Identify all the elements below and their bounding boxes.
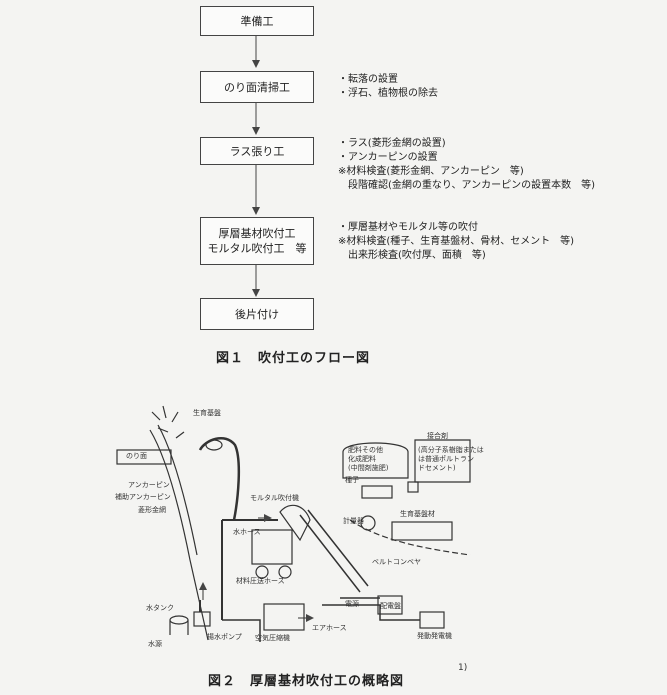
label-pump: 揚水ポンプ — [207, 633, 242, 641]
label-water-source: 水源 — [148, 640, 162, 648]
flow-step-preparation: 準備工 — [200, 6, 314, 36]
binder-box-icon — [407, 481, 419, 493]
base-material-icon — [391, 521, 453, 541]
wheel-icon — [278, 565, 292, 579]
power-cable — [222, 597, 420, 642]
figure1-caption: 図１ 吹付工のフロー図 — [216, 351, 371, 366]
binder-label-box — [414, 439, 471, 483]
note-cleaning: ・転落の設置 ・浮石、植物根の除去 — [338, 74, 438, 99]
label-lath: 菱形金網 — [138, 506, 166, 514]
nozzle-icon — [205, 439, 223, 451]
compressor-icon — [263, 603, 305, 631]
wheel-icon — [255, 565, 269, 579]
water-tank-icon — [169, 615, 189, 635]
figure2-caption: 図２ 厚層基材吹付工の概略図 — [208, 674, 405, 689]
hopper-icon — [279, 504, 311, 542]
label-air-hose: エアホース — [312, 624, 347, 632]
label-generator: 発動発電機 — [417, 632, 452, 640]
label-binder-title: 接合剤 — [427, 432, 448, 440]
flow-step-label: のり面清掃工 — [224, 80, 290, 94]
flow-step-spraying: 厚層基材吹付工 モルタル吹付工 等 — [200, 217, 314, 265]
flow-step-label: 後片付け — [235, 307, 279, 321]
generator-icon — [419, 611, 445, 629]
label-binder: (高分子系樹脂または は普通ポルトラン ドセメント) — [418, 446, 484, 472]
label-growth-base: 生育基盤 — [193, 409, 221, 417]
belt-conveyor-icon — [349, 519, 471, 556]
seeds-icon — [361, 485, 393, 499]
fertilizer-box — [342, 442, 409, 479]
label-aux-anchor-pin: 補助アンカーピン — [115, 493, 171, 501]
slope-line — [149, 429, 209, 641]
meter-icon — [360, 515, 376, 531]
label-compressor: 空気圧縮機 — [255, 634, 290, 642]
slope-line-2 — [157, 424, 198, 556]
pump-icon — [193, 611, 211, 627]
label-material-hose: 材料圧送ホース — [236, 577, 285, 585]
reference-mark: 1) — [458, 663, 468, 673]
label-anchor-pin: アンカーピン — [128, 481, 170, 489]
label-water-hose: 水ホース — [233, 528, 261, 536]
flow-step-cleaning: のり面清掃工 — [200, 71, 314, 103]
mortar-machine-icon — [251, 529, 293, 565]
spray-hose — [198, 436, 241, 521]
label-mortar-machine: モルタル吹付機 — [250, 494, 299, 502]
flow-step-label: ラス張り工 — [229, 144, 285, 158]
slope-label-box — [116, 449, 172, 465]
label-conveyor: ベルトコンベヤ — [372, 558, 421, 566]
label-slope: のり面 — [126, 452, 147, 460]
conveyor-belt — [299, 509, 369, 593]
label-base-material: 生育基盤材 — [400, 510, 435, 518]
label-power: 電源 — [345, 600, 359, 608]
label-meter: 計量器 — [343, 517, 364, 525]
note-spraying: ・厚層基材やモルタル等の吹付 ※材料検査(種子、生育基盤材、骨材、セメント 等)… — [338, 222, 574, 261]
grass-icon — [151, 405, 185, 439]
label-fertilizer: 肥料その他 化成肥料 (中間剤施肥) — [348, 446, 389, 472]
switchboard-icon — [377, 595, 403, 615]
flow-step-label: 厚層基材吹付工 モルタル吹付工 等 — [207, 227, 307, 255]
flow-step-label: 準備工 — [240, 14, 274, 28]
note-lath: ・ラス(菱形金網の設置) ・アンカーピンの設置 ※材料検査(菱形金網、アンカーピ… — [338, 138, 596, 191]
label-seeds: 種子 — [345, 476, 359, 484]
label-water-tank: 水タンク — [146, 604, 174, 612]
flow-step-cleanup: 後片付け — [200, 298, 314, 330]
label-switchboard: 配電盤 — [380, 602, 401, 610]
flow-step-lath: ラス張り工 — [200, 137, 314, 165]
